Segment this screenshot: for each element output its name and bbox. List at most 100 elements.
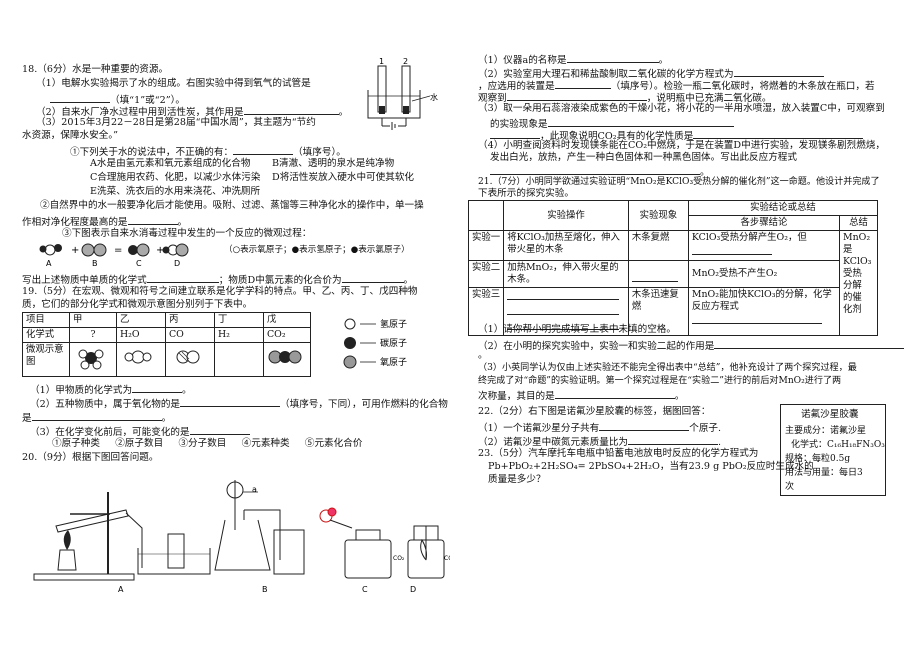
svg-text:B: B	[262, 585, 268, 594]
answer-blank[interactable]	[714, 338, 905, 349]
answer-blank[interactable]	[506, 90, 647, 101]
q21-p3b: 终完成了对“命题”的实验证明。第一个探究过程是在“实验二”进行的前后对MnO₂进…	[478, 376, 842, 386]
q20-p4-line: 。	[490, 164, 710, 179]
answer-blank[interactable]	[180, 396, 281, 407]
q18-p3b: 水资源，保障水安全。”	[22, 130, 119, 141]
q20-p4b: 发出白光，放热，产生一种白色固体和一种黑色固体。写出此反应方程式	[490, 152, 797, 163]
svg-text:B: B	[92, 259, 98, 268]
water-label: 水	[430, 92, 438, 102]
answer-blank[interactable]	[566, 52, 659, 63]
answer-blank[interactable]	[31, 410, 162, 421]
q23-end: 质量是多少？	[488, 474, 546, 485]
q21-p3a: （3）小英同学认为仅由上述实验还不能完全得出表中“总结”，他补充设计了两个探究过…	[478, 363, 857, 373]
q20-p4a: （4）小明查阅资料时发现镁条能在CO₂中燃烧，于是在装置D中进行实验，发现镁条剧…	[478, 140, 886, 151]
answer-blank[interactable]	[631, 271, 678, 282]
answer-blank[interactable]	[132, 382, 183, 393]
svg-text:A: A	[118, 585, 124, 594]
answer-blank[interactable]	[341, 272, 404, 283]
q18-header: 18.（6分）水是一种重要的资源。	[22, 64, 169, 75]
answer-blank[interactable]	[507, 304, 620, 315]
q21-p3c: 次称量，其目的是。	[478, 388, 684, 403]
drug-label-l5: 次	[785, 482, 795, 492]
q19-header2: 质，它们的部分化学式和微观示意图分别列于下表中。	[22, 299, 253, 310]
answer-blank[interactable]	[127, 214, 178, 225]
answer-blank[interactable]	[554, 388, 675, 399]
answer-blank[interactable]	[243, 104, 339, 115]
molecule-yi-icon	[124, 350, 152, 364]
answer-blank[interactable]	[733, 66, 824, 77]
svg-text:+: +	[156, 245, 164, 256]
q20-p2: （2）实验室用大理石和稀盐酸制取二氧化碳的化学方程式为	[478, 66, 824, 81]
q22-header: 22.（2分）右下图是诺氟沙星胶囊的标签，据图回答：	[478, 406, 711, 417]
q21-header2: 下表所示的探究实验。	[478, 188, 574, 199]
q18-s3: ③下图表示自来水消毒过程中发生的一个反应的微观过程：	[62, 228, 312, 239]
drug-label-l3: 规格：每粒0.5g	[785, 454, 851, 464]
svg-text:D: D	[410, 585, 416, 594]
q19-opts: ①原子种类 ②原子数目 ③分子数目 ④元素种类 ⑤元素化合价	[52, 438, 363, 449]
q20-header: 20.（9分）根据下图回答问题。	[22, 452, 159, 463]
svg-text:A: A	[46, 259, 52, 268]
q18-s1: ①下列关于水的说法中，不正确的有：（填序号）。	[70, 144, 346, 159]
molecule-ding-icon	[218, 344, 254, 370]
q18-optD: D将活性炭放入硬水中可使其软化	[272, 172, 415, 183]
answer-blank[interactable]	[50, 92, 110, 103]
q18-s2b: 作相对净化程度最高的是。	[22, 214, 187, 229]
drug-label-title: 诺氟沙星胶囊	[801, 409, 859, 420]
answer-blank[interactable]	[507, 289, 620, 300]
q20-p3c: ，此现象说明CO₂具有的化学性质是	[490, 128, 864, 143]
q19-p3: （3）在化学变化前后，可能变化的是	[30, 424, 250, 439]
answer-blank[interactable]	[490, 164, 700, 175]
svg-text:CO₂: CO₂	[444, 555, 450, 562]
molecule-wu-icon	[268, 350, 302, 364]
tube-1-label: 1	[379, 57, 384, 66]
answer-blank[interactable]	[547, 116, 734, 127]
q20-p2b: ，应选用的装置是（填序号）。检验一瓶二氧化碳时，将燃着的木条放在瓶口，若	[478, 78, 875, 93]
svg-text:氧原子: 氧原子	[380, 356, 407, 368]
answer-blank[interactable]	[691, 313, 822, 324]
q20-p2d: 观察到，说明瓶中已充满二氧化碳。	[478, 90, 772, 105]
q18-optA: A水是由氢元素和氧元素组成的化合物	[90, 158, 251, 169]
q18-p1a: （1）电解水实验揭示了水的组成。右图实验中得到氧气的试管是	[36, 78, 311, 89]
answer-blank[interactable]	[691, 244, 772, 255]
q18-optC: C合理施用农药、化肥，以减少水体污染	[90, 172, 261, 183]
answer-blank[interactable]	[490, 128, 540, 139]
instrument-a-label: a	[252, 485, 257, 494]
q18-legend: （○表示氧原子；●表示氢原子；●表示氯原子）	[224, 245, 410, 255]
svg-text:C: C	[136, 259, 142, 268]
answer-blank[interactable]	[507, 319, 620, 330]
answer-blank[interactable]	[628, 434, 719, 445]
q19-table: 项目 甲 乙 丙 丁 戊 化学式 ? H₂O CO H₂ CO₂ 微观示意图	[22, 312, 311, 377]
q19-p2c: 是。	[22, 410, 171, 425]
answer-blank[interactable]	[233, 144, 294, 155]
q21-header: 21.（7分）小明同学欲通过实验证明“MnO₂是KClO₃受热分解的催化剂”这一…	[478, 177, 880, 187]
svg-text:+: +	[71, 245, 79, 256]
svg-text:CO₂: CO₂	[393, 555, 405, 562]
q19-header: 19.（5分）在宏观、微观和符号之间建立联系是化学学科的特点。甲、乙、丙、丁、戊…	[22, 286, 418, 297]
molecule-jia-icon	[78, 349, 104, 370]
molecule-bing-icon	[176, 350, 200, 364]
q20-p3a: （3）取一朵用石蕊溶液染成紫色的干燥小花，将小花的一半用水喷湿，放入装置C中，可…	[478, 103, 885, 114]
q19-p2a: （2）五种物质中，属于氧化物的是（填序号，下同），可用作燃料的化合物	[30, 396, 448, 411]
q20-p1: （1）仪器a的名称是。	[478, 52, 668, 67]
q18-s4: 写出上述物质中单质的化学式；物质D中氯元素的化合价为。	[22, 272, 413, 287]
answer-blank[interactable]	[693, 128, 864, 139]
q18-optE: E洗菜、洗衣后的水用来浇花、冲洗厕所	[90, 186, 261, 197]
answer-blank[interactable]	[599, 420, 690, 431]
drug-label-l4: 用法与用量：每日3	[785, 468, 863, 478]
drug-label-formula: 化学式：C₁₆H₁₈FN₃O₃	[791, 440, 885, 450]
drug-label-box: 诺氟沙星胶囊 主要成分：诺氟沙星 化学式：C₁₆H₁₈FN₃O₃ 规格：每粒0.…	[780, 404, 886, 496]
q22-p1: （1）一个诺氟沙星分子共有个原子.	[478, 420, 721, 435]
answer-blank[interactable]	[554, 78, 611, 89]
q21-p1: （1）请你帮小明完成填写上表中未填的空格。	[478, 324, 676, 335]
svg-text:C: C	[362, 585, 368, 594]
answer-blank[interactable]	[146, 272, 219, 283]
lab-apparatus: a CO₂ CO₂ A B C D	[33, 480, 450, 594]
q18-s2a: ②自然界中的水一般要净化后才能使用。吸附、过滤、蒸馏等三种净化水的操作中，单一操	[40, 200, 424, 211]
tube-2-label: 2	[403, 57, 408, 66]
q20-p3b: 的实验现象是	[490, 116, 734, 131]
svg-text:氢原子: 氢原子	[380, 318, 407, 330]
reaction-diagram: + = + A B C D	[39, 243, 189, 268]
answer-blank[interactable]	[189, 424, 250, 435]
q22-p2: （2）诺氟沙星中碳氮元素质量比为.	[478, 434, 721, 449]
